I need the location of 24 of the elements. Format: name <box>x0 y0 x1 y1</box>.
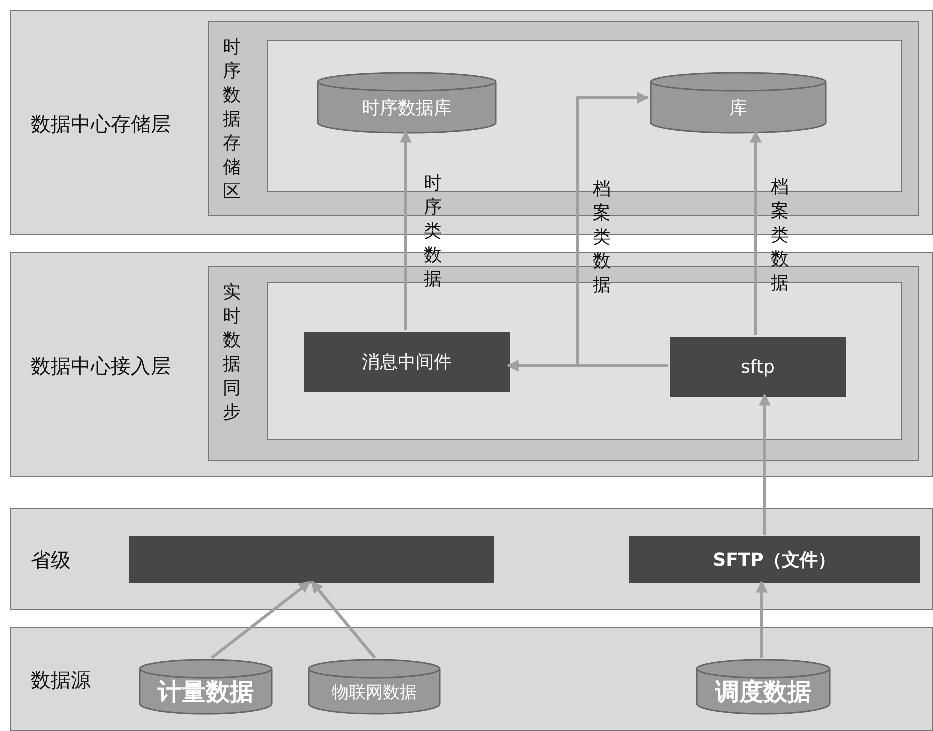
process-box: 消息中间件 <box>304 332 510 392</box>
arrow <box>750 130 762 335</box>
arrow <box>211 580 311 660</box>
layer-label: 数据源 <box>31 667 91 694</box>
layer-label: 省级 <box>31 547 71 574</box>
database-cylinder: 库 <box>650 72 827 134</box>
database-cylinder: 计量数据 <box>139 659 273 715</box>
layer-band <box>10 508 933 610</box>
layer-label: 数据中心接入层 <box>31 352 171 380</box>
arrow <box>400 130 412 330</box>
arrow <box>759 394 771 535</box>
arrow <box>310 581 376 659</box>
edge-label: 时序类数据 <box>424 172 443 292</box>
layer-label: 数据中心存储层 <box>31 110 171 138</box>
zone-label: 实时数据同步 <box>223 281 242 425</box>
database-cylinder: 调度数据 <box>696 659 831 715</box>
arrow <box>756 580 768 658</box>
layer-band <box>10 627 933 731</box>
database-cylinder: 时序数据库 <box>317 72 497 134</box>
process-box <box>129 536 494 583</box>
database-cylinder: 物联网数据 <box>308 659 441 715</box>
process-box: sftp <box>670 337 846 397</box>
process-box: SFTP（文件） <box>629 536 920 583</box>
zone-label: 时序数据存储区 <box>223 36 242 204</box>
